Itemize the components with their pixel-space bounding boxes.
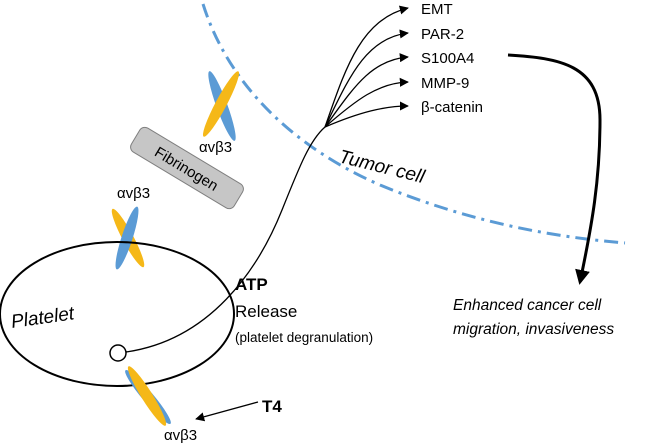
atp-title: ATP — [235, 275, 268, 294]
bottom-integrin-alpha — [127, 366, 167, 426]
outcome-line-1: Enhanced cancer cell — [453, 297, 602, 314]
tumor-cell-membrane — [201, 3, 626, 245]
tumor-cell-label: Tumor cell — [337, 146, 428, 188]
branch-s100a4-arrow — [324, 53, 409, 128]
branch-mmp9-arrow — [324, 77, 409, 128]
platelet-granule — [109, 344, 127, 362]
branch-emt-arrow — [324, 5, 409, 128]
fibrinogen-box — [130, 126, 244, 210]
middle-integrin-label: αvβ3 — [117, 185, 150, 202]
middle-integrin-beta — [115, 206, 139, 270]
middle-integrin — [111, 206, 145, 270]
t4-arrow — [195, 401, 259, 422]
t4-label: T4 — [262, 397, 282, 416]
atp-release: Release — [235, 302, 297, 321]
upper-integrin-alpha — [202, 71, 240, 137]
target-s100a4: S100A4 — [421, 50, 474, 67]
atp-signal-path — [125, 126, 326, 353]
atp-note: (platelet degranulation) — [235, 330, 373, 345]
target-emt: EMT — [421, 1, 453, 18]
target-mmp9: MMP-9 — [421, 75, 469, 92]
target-branches — [324, 5, 409, 128]
upper-integrin-label: αvβ3 — [199, 139, 232, 156]
outcome-line-2: migration, invasiveness — [453, 321, 614, 338]
branch-par2-arrow — [324, 29, 409, 128]
target-bcatenin: β-catenin — [421, 99, 483, 116]
platelet — [0, 241, 235, 387]
target-par2: PAR-2 — [421, 26, 464, 43]
platelet-label: Platelet — [10, 303, 76, 333]
upper-integrin — [202, 71, 240, 141]
target-labels: EMT PAR-2 S100A4 MMP-9 β-catenin — [421, 1, 483, 116]
bottom-integrin-label: αvβ3 — [164, 427, 197, 444]
bottom-integrin — [125, 366, 171, 426]
outcome-arrow — [507, 53, 602, 285]
branch-bcatenin-arrow — [324, 101, 409, 128]
